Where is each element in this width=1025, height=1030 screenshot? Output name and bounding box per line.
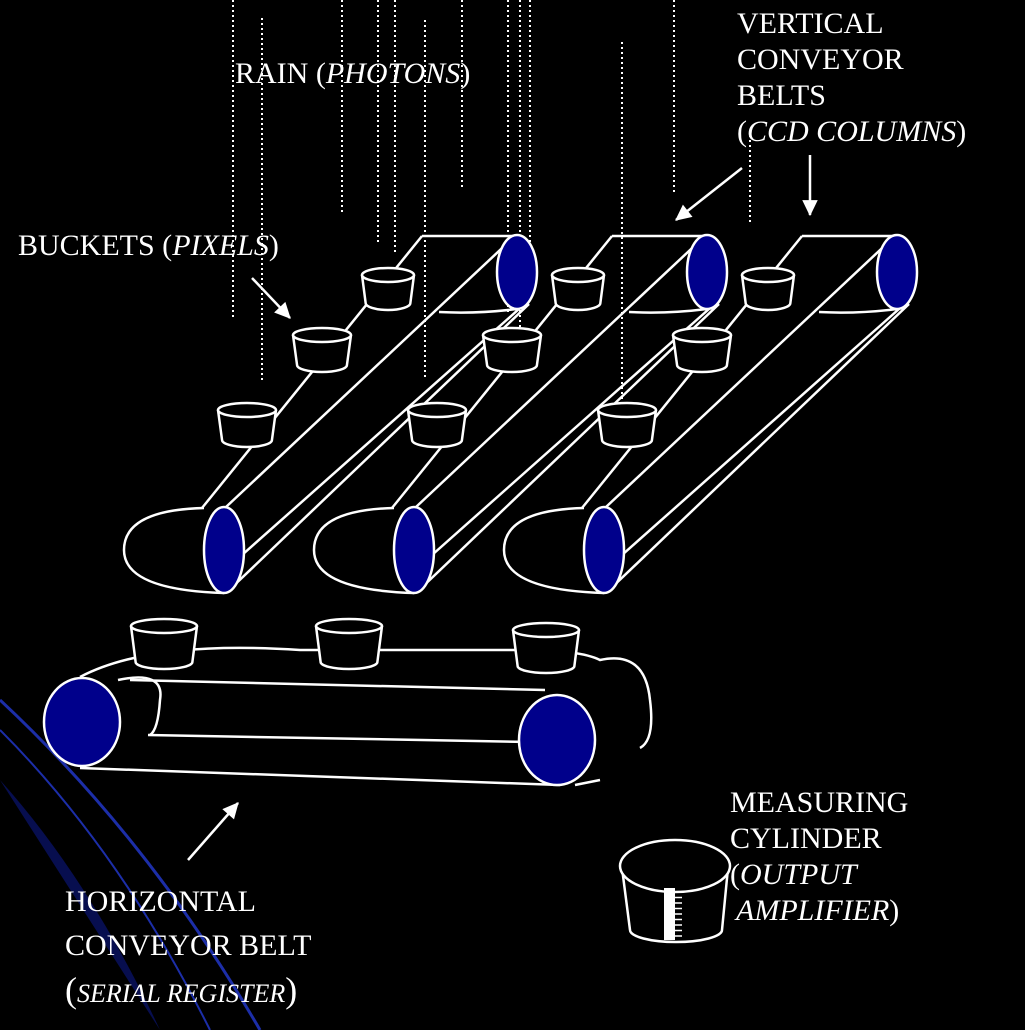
bucket-body — [550, 274, 606, 312]
belt-roller-front — [582, 505, 626, 595]
vertical-belts-label: VERTICAL CONVEYOR BELTS (CCD COLUMNS) — [737, 7, 967, 148]
vertical-conveyor-belts — [122, 233, 919, 595]
belt-roller-front — [202, 505, 246, 595]
bucket-body — [360, 274, 416, 312]
horizontal-belt-label: HORIZONTAL CONVEYOR BELT (SERIAL REGISTE… — [65, 885, 312, 1010]
arrow-head — [222, 802, 239, 820]
horizontal-conveyor-belt — [42, 617, 653, 787]
bucket-rim — [511, 621, 581, 639]
bucket-rim — [129, 617, 199, 635]
bucket-rim — [596, 401, 658, 419]
belt-edge — [605, 235, 896, 508]
bucket-body — [671, 334, 733, 374]
belt-back-curve — [502, 506, 605, 595]
arrow-head — [274, 301, 291, 319]
bucket-rim — [550, 266, 606, 284]
hbelt-roller-right — [517, 693, 597, 787]
belt-back-curve — [312, 506, 415, 595]
bucket-body — [291, 334, 353, 374]
belt-edge — [431, 308, 710, 556]
cylinder-scale — [664, 888, 675, 940]
bucket-rim — [314, 617, 384, 635]
bucket-rim — [406, 401, 468, 419]
accent-arc — [0, 729, 211, 1030]
cylinder-rim — [618, 838, 732, 894]
background-accent-arcs — [0, 698, 262, 1030]
hbelt-inner-top — [129, 678, 546, 692]
measuring-cylinder-label: MEASURING CYLINDER (OUTPUT AMPLIFIER) — [730, 786, 909, 927]
bucket-body — [314, 625, 384, 671]
belt-edge — [225, 235, 516, 508]
arrow-head — [802, 200, 818, 217]
belt-roller-front — [392, 505, 436, 595]
hbelt-roller-left — [42, 676, 122, 768]
bucket-rim — [671, 326, 733, 344]
arrow-head — [675, 204, 693, 221]
bucket-rim — [481, 326, 543, 344]
measuring-cylinder — [618, 838, 732, 944]
belt-roller-back — [495, 233, 539, 311]
arrow — [675, 167, 743, 221]
belt-edge — [241, 308, 520, 556]
belt-underside — [438, 307, 518, 314]
bucket-body — [740, 274, 796, 312]
bucket-rim — [291, 326, 353, 344]
belt-underside — [818, 307, 898, 314]
arrow — [802, 155, 818, 217]
belt-edge — [225, 303, 530, 594]
pointer-arrows — [187, 155, 818, 861]
bucket-rim — [740, 266, 796, 284]
belt-back-curve — [122, 506, 225, 595]
belt-underside — [628, 307, 708, 314]
vertical-belt — [502, 233, 919, 595]
hbelt-inner-bottom — [147, 733, 531, 744]
bucket-rim — [216, 401, 278, 419]
vertical-belt — [122, 233, 539, 595]
belt-edge — [621, 308, 900, 556]
belt-edge — [605, 303, 910, 594]
arrow — [187, 802, 239, 861]
bucket-body — [216, 409, 278, 449]
bucket-body — [596, 409, 658, 449]
bucket-body — [406, 409, 468, 449]
accent-arc — [0, 698, 262, 1030]
belt-edge — [415, 303, 720, 594]
rain-label: RAIN (PHOTONS) — [235, 57, 471, 90]
bucket-body — [129, 625, 199, 671]
vertical-belt — [312, 233, 729, 595]
bucket-body — [481, 334, 543, 374]
bucket-body — [511, 629, 581, 675]
belt-roller-back — [875, 233, 919, 311]
bucket-rim — [360, 266, 416, 284]
belt-roller-back — [685, 233, 729, 311]
hbelt-inner-curve — [117, 676, 162, 737]
hbelt-bottom-edge — [79, 766, 601, 787]
buckets-label: BUCKETS (PIXELS) — [18, 229, 279, 262]
belt-edge — [415, 235, 706, 508]
arrow — [251, 277, 291, 319]
accent-fill — [0, 780, 160, 1030]
